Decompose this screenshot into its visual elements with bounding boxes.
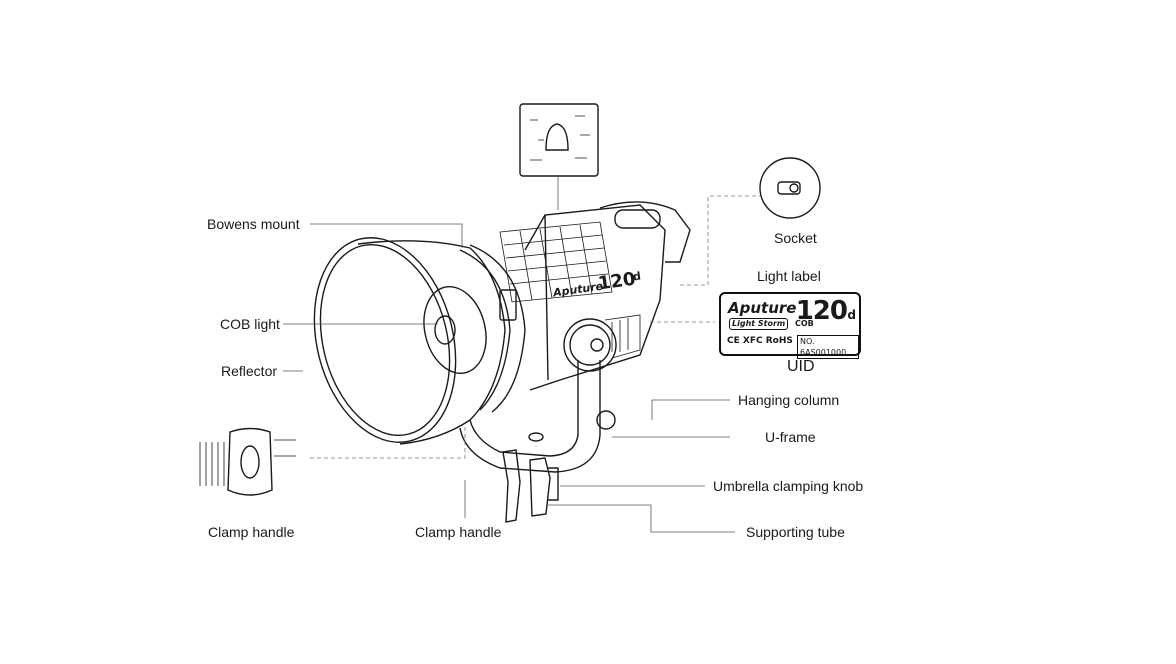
- clamp-handle: [502, 449, 559, 523]
- clamp-handle-left-label: Clamp handle: [208, 524, 295, 540]
- clamp-handle-center-label: Clamp handle: [415, 524, 502, 540]
- umbrella-clamping-knob-label: Umbrella clamping knob: [713, 478, 864, 494]
- plate-type: COB: [795, 319, 814, 328]
- plate-model-suffix: d: [847, 308, 856, 322]
- light-housing: [524, 201, 691, 391]
- yoke-hub: [563, 314, 641, 372]
- plate-series: Light Storm: [729, 318, 789, 330]
- light-label-plate: Aputure 120 d Light Storm COB CE ⅩFC RoH…: [719, 292, 861, 359]
- plate-serial: NO. 6AS001000: [797, 335, 859, 359]
- bowens-mount: [459, 244, 526, 413]
- inset-clamp: [199, 427, 296, 496]
- reflector: [313, 237, 506, 445]
- supporting-tube-label: Supporting tube: [746, 524, 845, 540]
- cob-light: [434, 315, 456, 345]
- inset-socket: [759, 157, 821, 219]
- socket-label: Socket: [774, 230, 817, 246]
- uid-label: UID: [787, 358, 815, 375]
- light-label-caption: Light label: [757, 268, 821, 284]
- plate-model: 120: [795, 296, 848, 326]
- plate-brand: Aputure: [728, 299, 797, 317]
- inset-top: [519, 103, 599, 177]
- cob-light-label: COB light: [220, 316, 280, 332]
- plate-certification-marks: CE ⅩFC RoHS: [727, 336, 793, 346]
- housing-model-suffix: d: [632, 269, 642, 284]
- u-frame: [459, 360, 616, 473]
- reflector-label: Reflector: [221, 363, 278, 379]
- u-frame-label: U-frame: [765, 429, 816, 445]
- bowens-mount-label: Bowens mount: [207, 216, 300, 232]
- cooling-grille: [499, 221, 613, 303]
- hanging-column-label: Hanging column: [738, 392, 840, 408]
